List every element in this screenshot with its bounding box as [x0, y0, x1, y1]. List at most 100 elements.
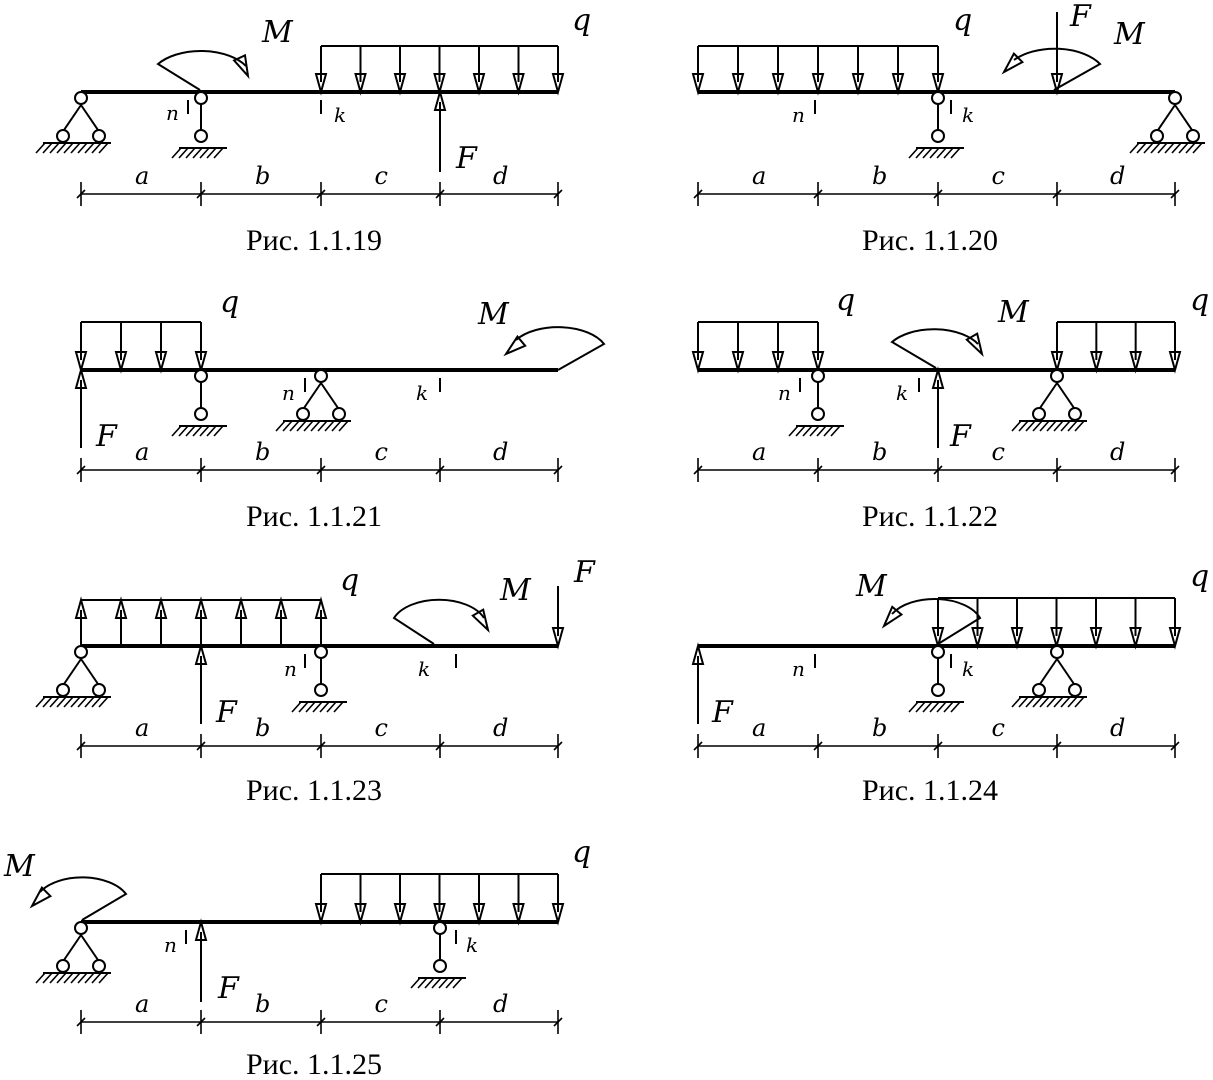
force-label: F	[573, 555, 596, 590]
dimension-label-c: c	[992, 714, 1005, 742]
moment-label: M	[3, 849, 36, 884]
dimension-label-b: b	[872, 438, 887, 466]
section-label-n: n	[166, 101, 179, 125]
pin-support-fig-24	[1011, 645, 1087, 708]
dimension-label-d: d	[1110, 438, 1125, 466]
force-arrow-fig-19	[433, 88, 447, 172]
moment-arc-fig-22	[890, 328, 984, 369]
roller-support-fig-23	[291, 645, 347, 713]
force-arrow-fig-23-end	[551, 586, 565, 650]
load-label: q	[1190, 283, 1209, 318]
pin-support-fig-23	[35, 645, 111, 708]
figure-caption: Рис. 1.1.23	[246, 774, 382, 807]
moment-label: M	[477, 297, 510, 332]
roller-support-fig-25	[410, 921, 466, 989]
dimension-label-a: a	[752, 438, 766, 466]
force-arrow-fig-22	[931, 366, 945, 448]
pin-support-fig-19	[35, 91, 111, 154]
force-arrow-fig-21	[74, 366, 88, 448]
load-label: q	[953, 3, 972, 38]
dimension-label-d: d	[493, 714, 508, 742]
section-label-n: n	[164, 933, 177, 957]
section-label-k: k	[416, 381, 428, 405]
dimension-label-d: d	[1110, 162, 1125, 190]
dimension-label-d: d	[493, 162, 508, 190]
force-arrow-fig-23	[194, 642, 208, 724]
dimension-label-b: b	[255, 438, 270, 466]
force-arrow-fig-20	[1050, 12, 1064, 96]
distributed-load-fig-19	[314, 45, 565, 96]
moment-label: M	[855, 569, 888, 604]
dimension-label-b: b	[872, 162, 887, 190]
distributed-load-fig-20	[691, 45, 945, 96]
dimension-label-b: b	[255, 990, 270, 1018]
dimension-label-c: c	[375, 438, 388, 466]
distributed-load-fig-25	[314, 873, 565, 926]
moment-arc-fig-25	[29, 876, 128, 921]
pin-support-fig-25	[35, 921, 111, 984]
moment-label: M	[997, 295, 1030, 330]
dimension-label-a: a	[135, 438, 149, 466]
roller-support-fig-20	[908, 91, 964, 159]
dimension-line-fig-22: a b c d	[693, 438, 1180, 482]
force-label: F	[1069, 0, 1092, 34]
force-label: F	[949, 419, 972, 454]
roller-support-fig-24	[908, 645, 964, 713]
dimension-label-b: b	[255, 714, 270, 742]
section-label-n: n	[792, 103, 805, 127]
figure-caption: Рис. 1.1.20	[862, 224, 998, 257]
dimension-label-d: d	[493, 990, 508, 1018]
distributed-load-fig-23	[74, 596, 328, 646]
distributed-load-fig-22-right	[1050, 321, 1182, 374]
figure-caption: Рис. 1.1.25	[246, 1048, 382, 1080]
roller-support-fig-21	[171, 369, 227, 437]
force-arrow-fig-25	[194, 918, 208, 1002]
dimension-line-fig-19: a b c d	[76, 162, 563, 206]
load-label: q	[340, 563, 359, 598]
load-label: q	[572, 835, 591, 870]
pin-support-fig-21	[275, 369, 351, 432]
moment-label: M	[499, 573, 532, 608]
section-label-n: n	[792, 657, 805, 681]
section-label-n: n	[284, 657, 297, 681]
dimension-label-a: a	[135, 990, 149, 1018]
dimension-label-a: a	[135, 162, 149, 190]
dimension-label-d: d	[493, 438, 508, 466]
roller-support-fig-19	[171, 91, 227, 159]
force-arrow-fig-24	[691, 642, 705, 724]
dimension-label-a: a	[752, 714, 766, 742]
dimension-label-c: c	[375, 162, 388, 190]
load-label: q	[1190, 559, 1209, 594]
pin-support-fig-20	[1129, 91, 1205, 154]
dimension-label-a: a	[752, 162, 766, 190]
dimension-label-c: c	[992, 162, 1005, 190]
moment-arc-fig-23	[392, 598, 490, 645]
dimension-label-d: d	[1110, 714, 1125, 742]
dimension-label-c: c	[375, 714, 388, 742]
section-label-n: n	[778, 381, 791, 405]
figure-caption: Рис. 1.1.22	[862, 500, 998, 533]
load-label: q	[836, 283, 855, 318]
moment-label: M	[261, 15, 294, 50]
load-label: q	[220, 285, 239, 320]
dimension-line-fig-21: a b c d	[76, 438, 563, 482]
figure-caption: Рис. 1.1.21	[246, 500, 382, 533]
dimension-line-fig-24: a b c d	[693, 714, 1180, 758]
dimension-label-c: c	[375, 990, 388, 1018]
figure-caption: Рис. 1.1.19	[246, 224, 382, 257]
section-label-k: k	[418, 657, 430, 681]
section-label-k: k	[896, 381, 908, 405]
dimension-line-fig-20: a b c d	[693, 162, 1180, 206]
force-label: F	[711, 695, 734, 730]
moment-arc-fig-20	[1001, 47, 1102, 91]
figure-caption: Рис. 1.1.24	[862, 774, 998, 807]
section-label-k: k	[466, 933, 478, 957]
dimension-label-c: c	[992, 438, 1005, 466]
moment-arc-fig-24	[881, 597, 982, 645]
dimension-label-b: b	[255, 162, 270, 190]
dimension-label-b: b	[872, 714, 887, 742]
force-label: F	[215, 695, 238, 730]
force-label: F	[217, 971, 240, 1006]
